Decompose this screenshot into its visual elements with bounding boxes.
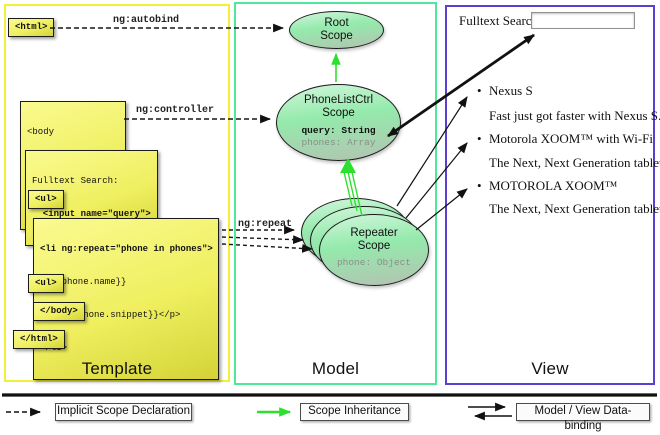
code-line: </li> xyxy=(40,343,212,354)
scope-name: Root xyxy=(324,17,349,29)
fulltext-search-input[interactable] xyxy=(531,12,635,29)
code-line: Fulltext Search: xyxy=(32,176,119,186)
scope-property-phone: phone: Object xyxy=(336,257,412,268)
root-scope-ellipse: Root Scope xyxy=(289,11,384,49)
legend-databinding-box: Model / View Data-binding xyxy=(516,403,650,432)
html-close-tag-box: </html> xyxy=(13,330,65,349)
ul-open-tag-box: <ul> xyxy=(28,190,64,209)
scope-name: Scope xyxy=(357,240,391,252)
li-repeat-code-box: <li ng:repeat="phone in phones"> {{phone… xyxy=(33,218,219,380)
view-panel-title: View xyxy=(531,359,569,378)
code-line: {{phone.name}} xyxy=(40,277,127,287)
bullet-icon: • xyxy=(477,178,482,193)
item-name-text: Nexus S xyxy=(489,83,533,98)
code-line: <body xyxy=(27,127,55,137)
view-panel xyxy=(445,5,655,385)
phone-list-item-name: • MOTOROLA XOOM™ xyxy=(477,178,617,194)
bullet-icon: • xyxy=(477,83,482,98)
ng-autobind-label: ng:autobind xyxy=(113,15,180,26)
scope-name: Scope xyxy=(322,107,355,119)
phone-list-item-name: • Nexus S xyxy=(477,83,533,99)
scope-name: Repeater xyxy=(350,227,398,239)
phone-list-item-desc: Fast just got faster with Nexus S. xyxy=(489,108,660,123)
legend-implicit-scope-box: Implicit Scope Declaration xyxy=(55,403,192,421)
body-close-tag-box: </body> xyxy=(33,302,85,321)
model-panel xyxy=(234,2,437,385)
model-panel-title: Model xyxy=(311,359,360,378)
legend-scope-inheritance-box: Scope Inheritance xyxy=(300,403,409,421)
scope-property-phones: phones: Array xyxy=(301,137,376,148)
fulltext-search-label: Fulltext Search: xyxy=(459,13,542,28)
ul-close-tag-box: <ul> xyxy=(28,274,64,293)
item-name-text: Motorola XOOM™ with Wi-Fi xyxy=(489,131,654,146)
scope-property-query: query: String xyxy=(301,125,376,136)
phone-list-item-desc: The Next, Next Generation tablet. xyxy=(489,155,660,170)
bullet-icon: • xyxy=(477,131,482,146)
repeater-scope-ellipse-front: Repeater Scope phone: Object xyxy=(319,214,429,286)
ng-repeat-label: ng:repeat xyxy=(238,219,293,230)
code-line: <p>{{phone.snippet}}</p> xyxy=(40,310,181,320)
item-name-text: MOTOROLA XOOM™ xyxy=(489,178,618,193)
template-panel-title: Template xyxy=(81,359,153,378)
phone-list-item-name: • Motorola XOOM™ with Wi-Fi xyxy=(477,131,653,147)
ng-controller-label: ng:controller xyxy=(136,105,215,116)
code-line: <input name="query"> xyxy=(32,209,151,219)
code-line: <li ng:repeat="phone in phones"> xyxy=(40,244,213,254)
phonelistctrl-scope-ellipse: PhoneListCtrl Scope query: String phones… xyxy=(276,84,401,161)
phone-list-item-desc: The Next, Next Generation tablet. xyxy=(489,201,660,216)
html-open-tag-box: <html> xyxy=(8,18,55,37)
scope-name: PhoneListCtrl xyxy=(303,94,374,106)
legend-double-arrow xyxy=(468,402,512,421)
scope-name: Scope xyxy=(320,30,353,42)
